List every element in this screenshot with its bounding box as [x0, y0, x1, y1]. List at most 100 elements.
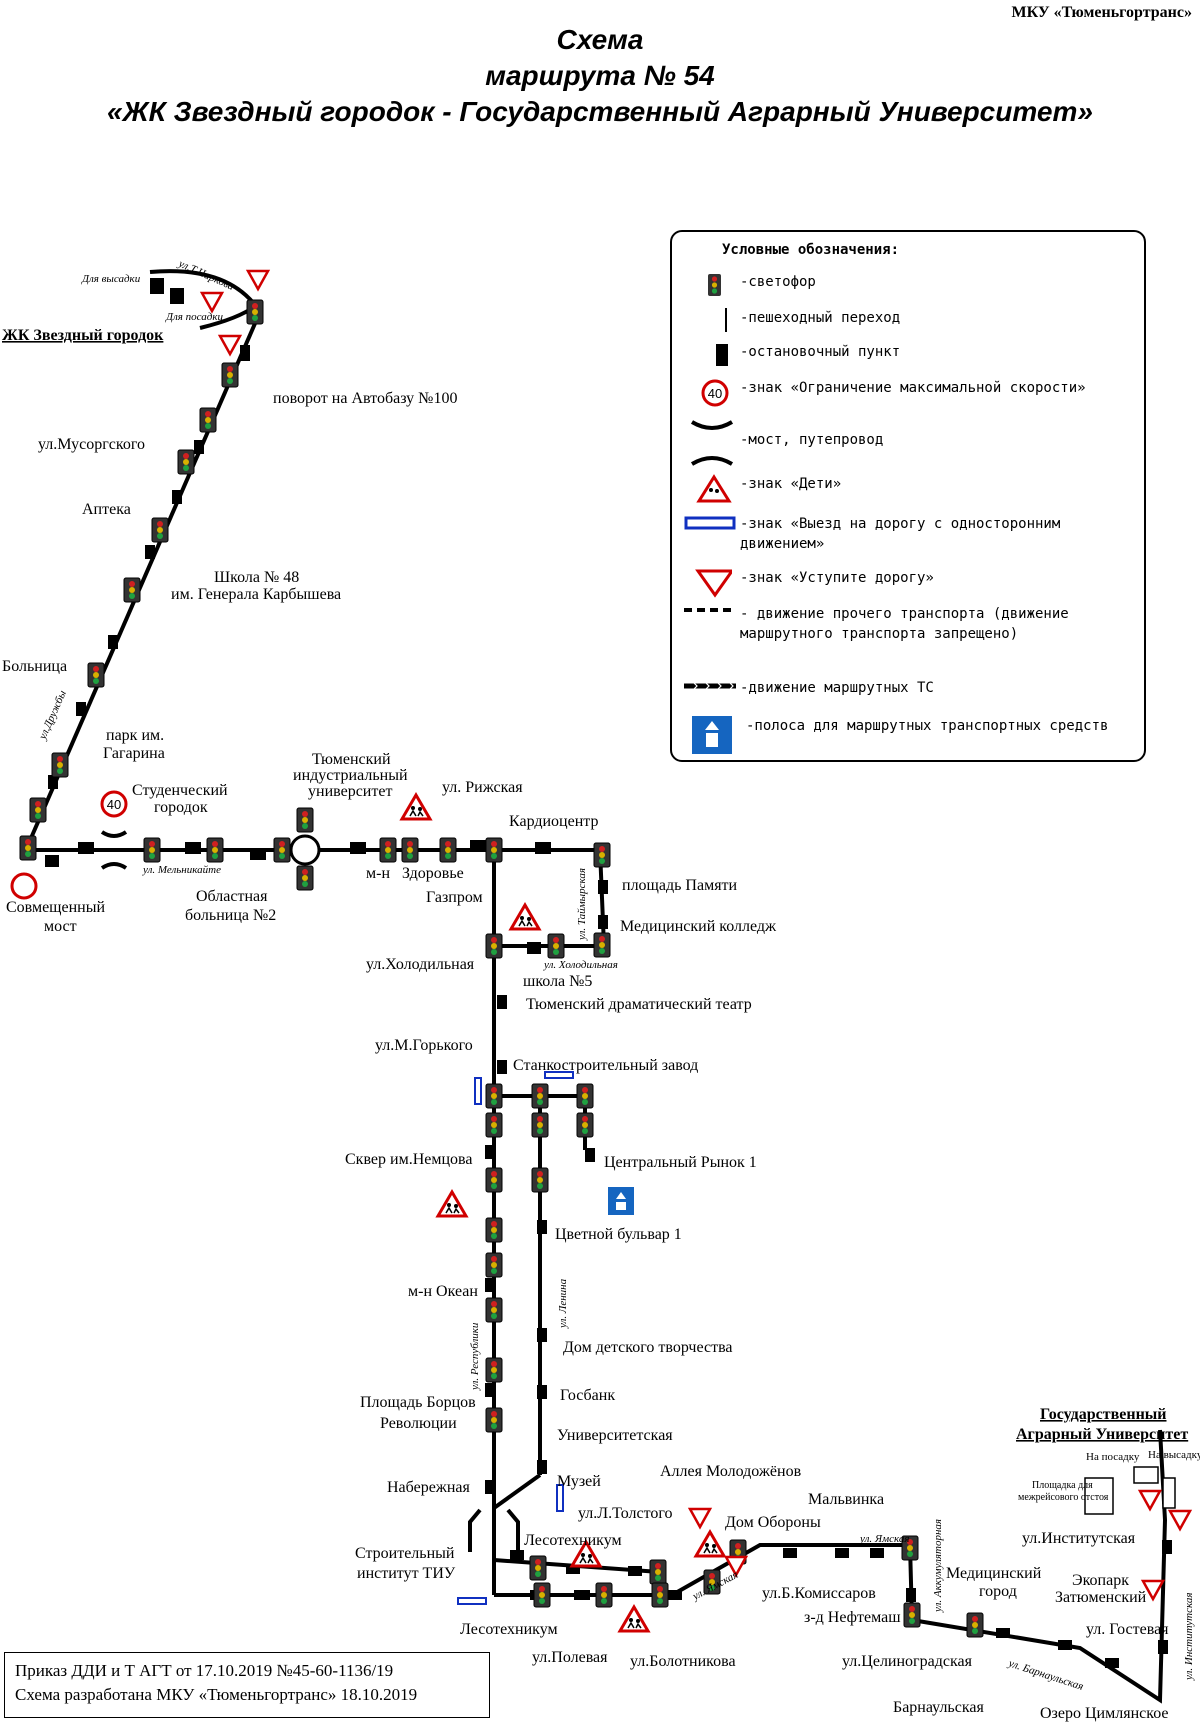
label-obl1: Областная — [196, 888, 268, 905]
label-taymyr: ул. Таймырская — [576, 868, 588, 941]
label-cvetnoy: Цветной бульвар 1 — [555, 1226, 682, 1243]
label-kardio: Кардиоцентр — [509, 813, 598, 830]
label-holod: ул.Холодильная — [366, 956, 475, 973]
label-obl2: больница №2 — [185, 907, 276, 924]
label-mn: м-н — [366, 865, 390, 882]
label-stud2: городок — [154, 799, 208, 816]
label-ploshchadka2: межрейсового отстоя — [1018, 1492, 1109, 1503]
bridge-icon — [690, 420, 734, 466]
label-shkola5: школа №5 — [523, 973, 592, 990]
label-oborony: Дом Обороны — [725, 1514, 821, 1531]
label-tolstogo: ул.Л.Толстого — [578, 1505, 673, 1522]
label-posadka: Для посадки — [165, 311, 223, 323]
label-musorg: ул.Мусоргского — [38, 436, 145, 453]
legend: Условные обозначения: -светофор -пешеход… — [670, 230, 1146, 762]
label-respubliki: ул. Республики — [469, 1322, 481, 1391]
label-apteka: Аптека — [82, 501, 131, 518]
label-gostevaya: ул. Гостевая — [1086, 1621, 1169, 1638]
label-holod2: ул. Холодильная — [543, 959, 618, 971]
label-med2: город — [979, 1583, 1017, 1600]
label-institut: ул.Институтская — [1022, 1530, 1136, 1547]
label-skver: Сквер им.Немцова — [345, 1151, 472, 1168]
label-gazprom: Газпром — [426, 889, 483, 906]
route-number: маршрута № 54 — [485, 60, 715, 91]
label-navysadku: На высадку — [1148, 1449, 1200, 1461]
label-sti2: институт ТИУ — [357, 1565, 456, 1582]
children-sign-icon — [696, 474, 732, 503]
label-malvinka: Мальвинка — [808, 1491, 884, 1508]
label-pamyati: площадь Памяти — [622, 877, 738, 894]
label-zdorovye: Здоровье — [402, 865, 464, 882]
label-sovm1: Совмещенный — [6, 899, 105, 916]
speed-limit-sign-icon: 40 — [701, 379, 729, 407]
label-muzey: Музей — [557, 1473, 601, 1490]
label-barnaul2: ул. Барнаульская — [1006, 1657, 1085, 1693]
label-alleya: Аллея Молодожёнов — [660, 1463, 802, 1480]
order-line: Приказ ДДИ и Т АГТ от 17.10.2019 №45-60-… — [15, 1661, 394, 1680]
label-naber: Набережная — [387, 1479, 471, 1496]
label-polevaya: ул.Полевая — [532, 1649, 608, 1666]
label-pl2: Революции — [380, 1415, 457, 1432]
legend-title: Условные обозначения: — [722, 242, 900, 258]
label-bolotnikova: ул.Болотникова — [630, 1653, 736, 1670]
label-celin: ул.Целиноградская — [842, 1653, 973, 1670]
dashed-line-icon — [684, 608, 736, 612]
label-gagarina1: парк им. — [106, 727, 164, 744]
pedestrian-crossing-icon — [725, 308, 727, 332]
label-avtobaza: поворот на Автобазу №100 — [273, 390, 457, 407]
label-institut2: ул. Институтская — [1183, 1593, 1195, 1681]
label-tiu3: университет — [308, 783, 392, 800]
label-komissarov: ул.Б.Комиссаров — [762, 1585, 876, 1602]
label-drama: Тюменский драматический театр — [526, 996, 752, 1013]
label-yamskaya2: ул. Ямская — [859, 1533, 910, 1545]
label-tiu2: индустриальный — [293, 767, 408, 784]
bus-lane-sign-icon — [692, 716, 732, 754]
label-med1: Медицинский — [946, 1565, 1042, 1582]
bus-stop-icon — [716, 344, 728, 366]
label-gau2: Аграрный Университет — [1016, 1426, 1188, 1443]
label-eko1: Экопарк — [1072, 1572, 1129, 1589]
label-univer: Университетская — [557, 1427, 673, 1444]
label-neftemash: з-д Нефтемаш — [804, 1609, 901, 1626]
label-lenina: ул. Ленина — [557, 1278, 569, 1329]
order-info: Приказ ДДИ и Т АГТ от 17.10.2019 №45-60-… — [4, 1652, 490, 1718]
label-gorkogo: ул.М.Горького — [375, 1037, 473, 1054]
label-stud1: Студенческий — [132, 782, 228, 799]
label-gau1: Государственный — [1040, 1406, 1167, 1423]
label-charkova: ул.Т.Чаркова — [176, 257, 236, 293]
label-ozero: Озеро Цимлянское — [1040, 1705, 1168, 1722]
svg-text:40: 40 — [708, 386, 722, 401]
label-lesoB: Лесотехникум — [460, 1621, 558, 1638]
label-ploshchadka1: Площадка для — [1032, 1480, 1093, 1491]
one-way-exit-sign-icon — [684, 516, 736, 530]
label-druzhby: ул.Дружбы — [36, 688, 69, 742]
route-arrows-icon — [684, 680, 736, 692]
developer-line: Схема разработана МКУ «Тюменьгортранс» 1… — [15, 1685, 418, 1704]
label-tiu1: Тюменский — [312, 751, 391, 768]
label-shkola48b: им. Генерала Карбышева — [171, 586, 341, 603]
route-name: «ЖК Звездный городок - Государственный А… — [107, 96, 1093, 127]
label-gagarina2: Гагарина — [103, 745, 165, 762]
traffic-light-icon — [708, 274, 721, 296]
scheme-title: Схема — [556, 24, 644, 55]
yield-sign-icon — [695, 569, 735, 598]
label-lesoA: Лесотехникум — [524, 1532, 622, 1549]
label-vysadka: Для высадки — [81, 273, 141, 285]
label-gosbank: Госбанк — [560, 1387, 615, 1404]
label-medkol: Медицинский колледж — [620, 918, 777, 935]
label-rizhskaya: ул. Рижская — [442, 779, 523, 796]
label-sovm2: мост — [44, 918, 77, 935]
org-name: МКУ «Тюменьгортранс» — [1011, 4, 1192, 21]
label-naposadku: На посадку — [1086, 1451, 1140, 1463]
label-akkum: ул. Аккумуляторная — [932, 1519, 944, 1613]
label-zhk: ЖК Звездный городок — [2, 327, 164, 344]
speed-limit-value: 40 — [107, 797, 121, 812]
label-melnikaite: ул. Мельникайте — [142, 864, 221, 876]
label-eko2: Затюменский — [1055, 1589, 1147, 1606]
label-pl1: Площадь Борцов — [360, 1394, 476, 1411]
label-sti1: Строительный — [355, 1545, 455, 1562]
label-stanko: Станкостроительный завод — [513, 1057, 698, 1074]
label-ddt: Дом детского творчества — [563, 1339, 733, 1356]
label-bolnica: Больница — [2, 658, 67, 675]
